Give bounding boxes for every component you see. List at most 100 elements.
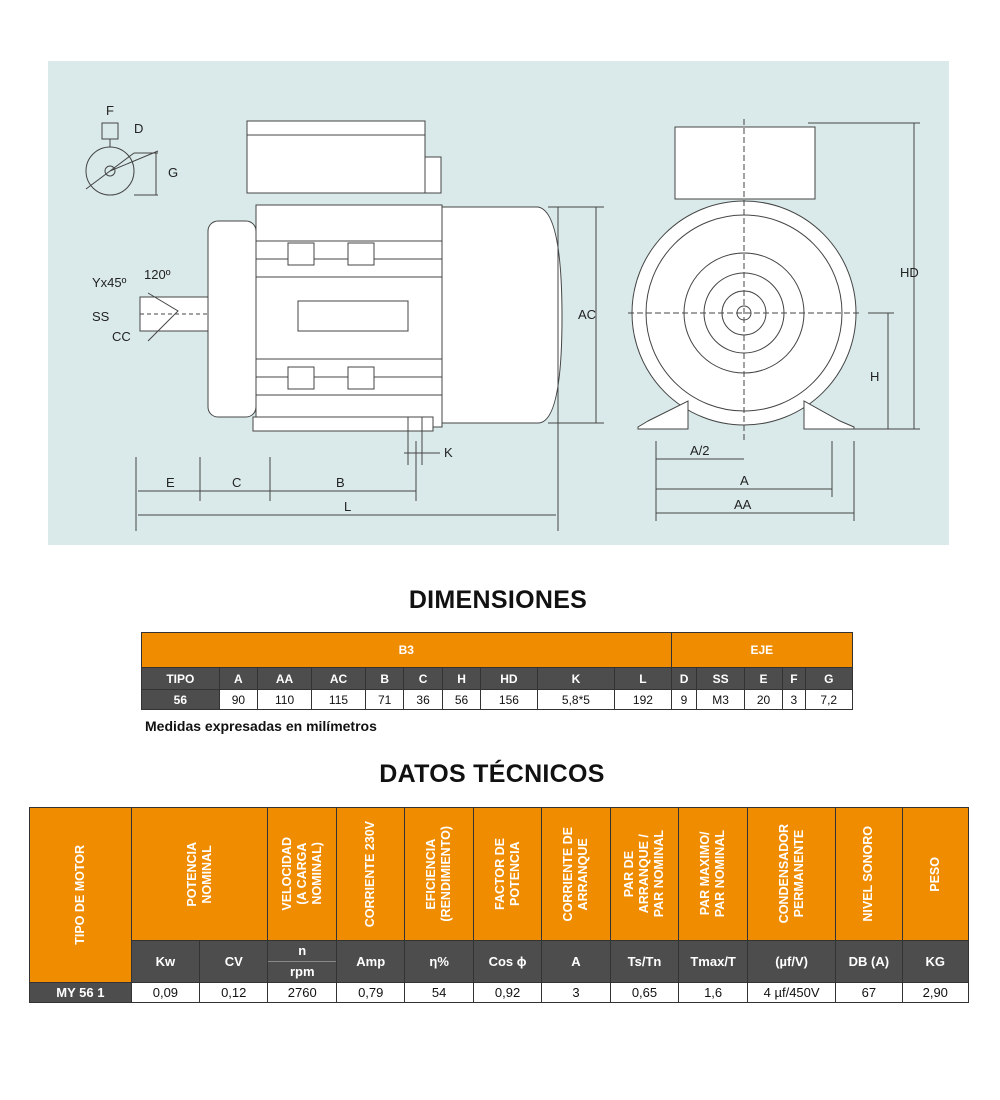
- col-header: SS: [696, 667, 745, 690]
- label-CC: CC: [112, 329, 131, 344]
- col-header: A: [218, 667, 259, 690]
- col-header: H: [441, 667, 482, 690]
- cell: 4 µf/450V: [746, 982, 837, 1003]
- label-A2: A/2: [690, 443, 710, 458]
- cell: 7,2: [804, 689, 854, 710]
- cell: 0,09: [130, 982, 201, 1003]
- header-corriente-arranque: CORRIENTE DE ARRANQUE: [541, 807, 611, 941]
- cell: 192: [614, 689, 672, 710]
- col-header: TIPO: [141, 667, 220, 690]
- unit-cell: Amp: [336, 940, 406, 983]
- unit-cell-speed: n rpm: [267, 940, 338, 983]
- col-header: HD: [480, 667, 538, 690]
- cell: 71: [364, 689, 405, 710]
- cell: M3: [696, 689, 745, 710]
- cell: 54: [404, 982, 474, 1003]
- unit-rpm: rpm: [289, 964, 315, 979]
- col-header: D: [670, 667, 698, 690]
- header-par-arranque: PAR DE ARRANQUE / PAR NOMINAL: [609, 807, 680, 941]
- cell: 5,8*5: [536, 689, 616, 710]
- label-F: F: [106, 103, 114, 118]
- header-eficiencia: EFICIENCIA (RENDIMIENTO): [404, 807, 474, 941]
- col-header: K: [536, 667, 616, 690]
- cell: 2760: [267, 982, 338, 1003]
- header-peso: PESO: [901, 807, 970, 941]
- cell: MY 56 1: [29, 982, 132, 1003]
- cell: 3: [782, 689, 806, 710]
- label-C: C: [232, 475, 241, 490]
- col-header: G: [804, 667, 854, 690]
- motor-dimension-drawing: F D G Yx45º 120º SS CC AC K E C B L HD H…: [48, 61, 949, 545]
- col-header: C: [403, 667, 443, 690]
- units-row: Kw CV n rpm Amp η% Cos ϕ A Ts/Tn Tmax/T …: [30, 940, 970, 983]
- unit-n: n: [268, 941, 337, 962]
- label-D: D: [134, 121, 143, 136]
- motor-drawing-svg: F D G Yx45º 120º SS CC AC K E C B L HD H…: [85, 103, 920, 531]
- cell: 67: [835, 982, 903, 1003]
- units-note: Medidas expresadas en milímetros: [145, 718, 377, 734]
- unit-cell: (µf/V): [746, 940, 837, 983]
- header-velocidad: VELOCIDAD (A CARGA NOMINAL): [267, 807, 338, 941]
- cell: 2,90: [901, 982, 970, 1003]
- header-par-maximo: PAR MAXIMO/ PAR NOMINAL: [678, 807, 748, 941]
- label-B: B: [336, 475, 345, 490]
- label-K: K: [444, 445, 453, 460]
- group-b3-header: B3: [141, 632, 672, 668]
- cell: 1,6: [678, 982, 748, 1003]
- label-L: L: [344, 499, 351, 514]
- col-header: E: [743, 667, 784, 690]
- cell: 56: [441, 689, 482, 710]
- table-row: 56 90 110 115 71 36 56 156 5,8*5 192 9 M…: [141, 689, 854, 710]
- label-A: A: [740, 473, 749, 488]
- dimensiones-table: B3 EJE TIPO A AA AC B C H HD K L D SS E …: [141, 632, 854, 710]
- label-AA: AA: [734, 497, 752, 512]
- header-tipo-motor: TIPO DE MOTOR: [29, 807, 132, 983]
- cell: 20: [743, 689, 784, 710]
- cell: 3: [541, 982, 611, 1003]
- label-E: E: [166, 475, 175, 490]
- label-SS: SS: [92, 309, 110, 324]
- label-AC: AC: [578, 307, 596, 322]
- unit-cell: A: [541, 940, 611, 983]
- unit-cell: Tmax/T: [678, 940, 748, 983]
- datos-tecnicos-title: DATOS TÉCNICOS: [379, 760, 605, 788]
- dimensiones-title: DIMENSIONES: [408, 586, 588, 614]
- unit-cell: DB (A): [835, 940, 903, 983]
- unit-cell: Ts/Tn: [609, 940, 680, 983]
- unit-cell: Kw: [130, 940, 201, 983]
- label-HD: HD: [900, 265, 919, 280]
- label-H: H: [870, 369, 879, 384]
- cell: 115: [311, 689, 366, 710]
- cell: 9: [670, 689, 698, 710]
- col-header: AA: [257, 667, 313, 690]
- unit-cell: Cos ϕ: [472, 940, 543, 983]
- label-120: 120º: [144, 267, 171, 282]
- col-header: AC: [311, 667, 366, 690]
- col-header: B: [364, 667, 405, 690]
- header-nivel-sonoro: NIVEL SONORO: [835, 807, 903, 941]
- table-row: MY 56 1 0,09 0,12 2760 0,79 54 0,92 3 0,…: [29, 982, 970, 1003]
- cell: 56: [141, 689, 220, 710]
- cell: 36: [403, 689, 443, 710]
- header-corriente: CORRIENTE 230V: [336, 807, 406, 941]
- col-header: L: [614, 667, 672, 690]
- cell: 0,12: [199, 982, 269, 1003]
- group-eje-header: EJE: [670, 632, 854, 668]
- header-potencia: POTENCIA NOMINAL: [130, 807, 269, 941]
- cell: 0,79: [336, 982, 406, 1003]
- header-condensador: CONDENSADOR PERMANENTE: [746, 807, 837, 941]
- header-factor-potencia: FACTOR DE POTENCIA: [472, 807, 543, 941]
- cell: 156: [480, 689, 538, 710]
- label-Yx45: Yx45º: [92, 275, 127, 290]
- unit-cell: CV: [199, 940, 269, 983]
- cell: 90: [218, 689, 259, 710]
- unit-cell: KG: [901, 940, 970, 983]
- cell: 0,65: [609, 982, 680, 1003]
- cell: 110: [257, 689, 313, 710]
- cell: 0,92: [472, 982, 543, 1003]
- key-rect: [101, 122, 119, 140]
- dimensiones-header-row: TIPO A AA AC B C H HD K L D SS E F G: [141, 667, 854, 690]
- datos-tecnicos-table: TIPO DE MOTOR POTENCIA NOMINAL VELOCIDAD…: [29, 807, 970, 1003]
- col-header: F: [782, 667, 806, 690]
- unit-cell: η%: [404, 940, 474, 983]
